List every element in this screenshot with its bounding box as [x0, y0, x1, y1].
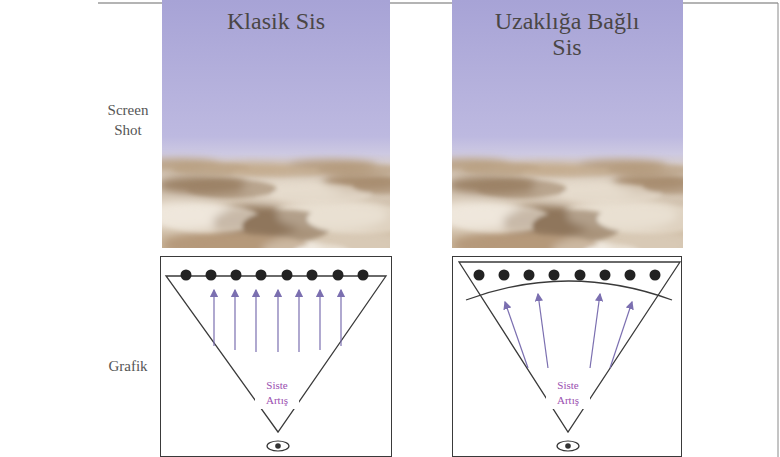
fog-note: Siste Artış — [255, 377, 299, 409]
row-heading: Grafik — [93, 356, 163, 376]
fog-graph-distance — [459, 262, 680, 451]
column-heading: Klasik Sis — [176, 8, 376, 34]
screenshot — [452, 0, 683, 248]
column-heading: Uzaklığa Bağlı Sis — [482, 8, 652, 61]
screenshot — [162, 0, 390, 248]
fog-graph-classic — [166, 270, 386, 452]
graph-panel: Siste Artış — [452, 256, 682, 457]
graph-panel: Siste Artış — [160, 256, 392, 457]
fog-note: Siste Artış — [546, 377, 590, 409]
row-heading: Screen Shot — [98, 100, 158, 141]
